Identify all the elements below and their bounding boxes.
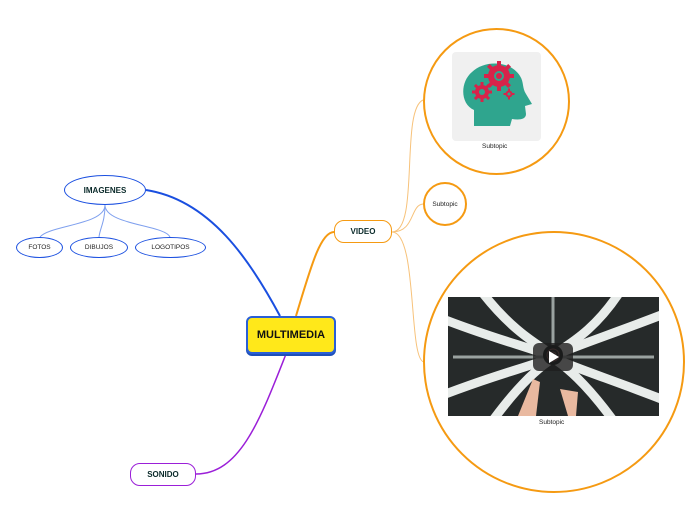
connector-imagenes-dibujos (98, 204, 106, 238)
subtopic-fotos-label: FOTOS (28, 244, 51, 251)
subtopic-fotos[interactable]: FOTOS (16, 237, 63, 258)
connector-imagenes-logotipos (104, 204, 171, 238)
head-gears-image (452, 52, 541, 141)
play-icon (549, 351, 559, 363)
connector-center-sonido (195, 353, 287, 475)
topic-sonido[interactable]: SONIDO (130, 463, 196, 486)
connector-center-imagenes (145, 189, 281, 317)
central-topic-label: MULTIMEDIA (256, 329, 326, 341)
video-subtopic-1-label: Subtopic (482, 143, 508, 150)
video-subtopic-plain[interactable]: Subtopic (423, 182, 467, 226)
topic-video-label: VIDEO (350, 227, 376, 236)
topic-video[interactable]: VIDEO (334, 220, 392, 243)
subtopic-logotipos[interactable]: LOGOTIPOS (135, 237, 206, 258)
topic-imagenes[interactable]: IMAGENES (64, 175, 146, 205)
play-button[interactable] (533, 343, 573, 371)
video-subtopic-3-label: Subtopic (539, 419, 565, 426)
connector-center-video (295, 231, 335, 317)
connector-imagenes-fotos (39, 204, 106, 238)
head-gears-icon (463, 61, 532, 126)
connector-video-subtopic-2 (391, 203, 424, 233)
topic-sonido-label: SONIDO (147, 470, 179, 479)
subtopic-logotipos-label: LOGOTIPOS (151, 244, 190, 251)
connector-video-subtopic-3 (391, 231, 425, 363)
subtopic-dibujos[interactable]: DIBUJOS (70, 237, 128, 258)
subtopic-dibujos-label: DIBUJOS (84, 244, 114, 251)
video-subtopic-2-label: Subtopic (432, 200, 458, 208)
central-topic-multimedia[interactable]: MULTIMEDIA (246, 316, 336, 354)
topic-imagenes-label: IMAGENES (83, 185, 127, 195)
connector-video-subtopic-1 (391, 99, 424, 233)
